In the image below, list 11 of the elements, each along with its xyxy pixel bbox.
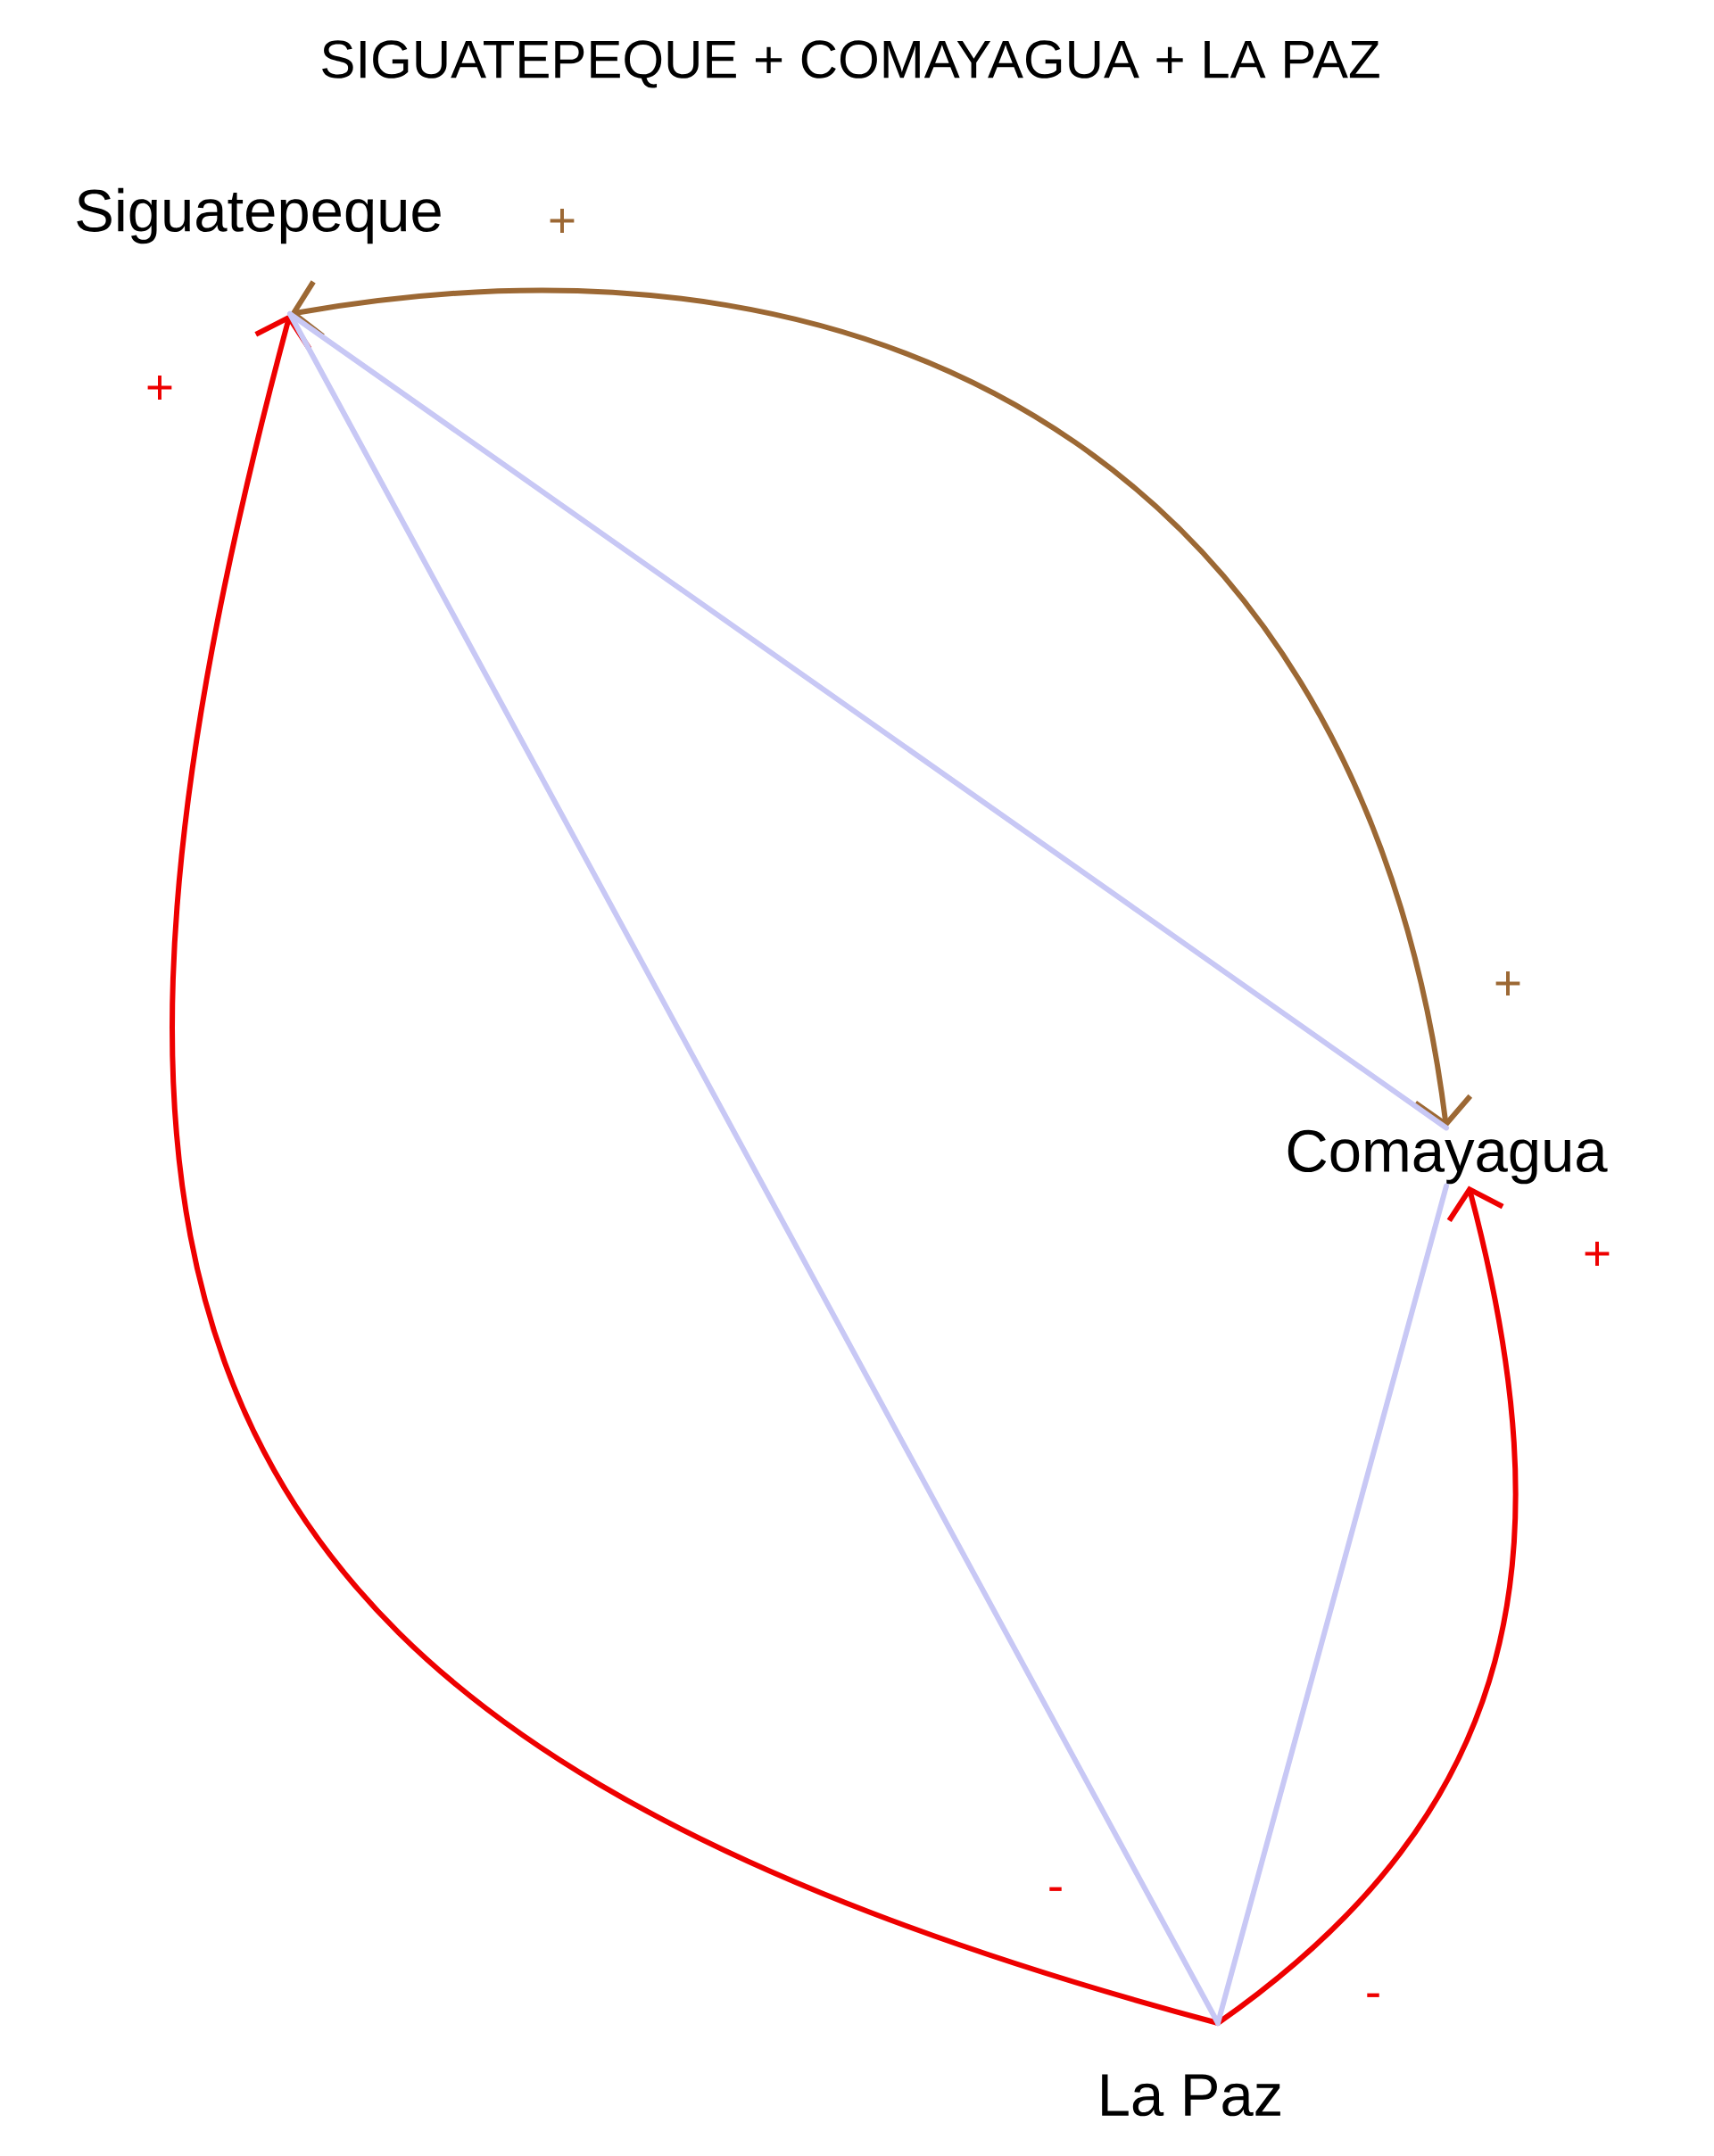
connector-line: [1215, 1183, 1449, 2026]
sign-label: -: [1049, 1887, 1062, 1891]
place-label: Comayagua: [1288, 1129, 1608, 1185]
sign-label: -: [1367, 1993, 1379, 1997]
place-label: Siguatepeque: [77, 187, 441, 244]
title: SIGUATEPEQUE + COMAYAGUA + LA PAZ: [322, 40, 1379, 88]
sign-label: +: [550, 209, 575, 233]
sign-label: +: [1495, 971, 1520, 995]
sign-label: +: [147, 376, 172, 400]
place-label: La Paz: [1102, 2074, 1280, 2117]
sign-label: +: [1585, 1242, 1610, 1267]
